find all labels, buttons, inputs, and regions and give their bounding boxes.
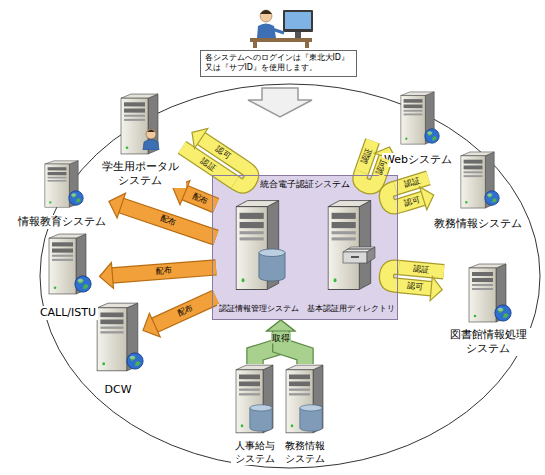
arrow-head	[267, 320, 295, 331]
edge-label: 認可	[405, 281, 424, 293]
arrow-head	[143, 313, 160, 337]
server-node: 教務情報システム	[431, 150, 525, 231]
edge-label: 認証	[198, 156, 219, 174]
edge-label: 認可	[402, 194, 422, 209]
node-label: 学生用ポータル システム	[94, 160, 186, 188]
database-icon	[259, 249, 285, 281]
globe-icon	[495, 305, 511, 321]
user-at-computer-icon	[250, 10, 313, 48]
server-node: Webシステム	[381, 90, 455, 167]
globe-icon	[425, 129, 439, 143]
node-label: 教務情報システム	[432, 217, 524, 231]
node-label: 教務情報 システム	[281, 440, 329, 465]
server-icon	[328, 201, 371, 290]
system-group-box: 統合電子認証システム認証情報管理システム基本認証用ディレクトリ	[212, 175, 398, 320]
node-label: 認証情報管理システム	[217, 304, 301, 314]
node-label: 情報教育システム	[16, 215, 108, 229]
distribution-arrow	[100, 263, 217, 289]
server-node: 教務情報 システム	[280, 364, 330, 466]
domain-ellipse	[40, 84, 540, 468]
server-node: 学生用ポータル システム	[93, 92, 187, 188]
arrow-head	[109, 193, 126, 218]
edge-label: 配布	[175, 303, 196, 320]
edge-label: 配布	[154, 266, 173, 277]
login-arrow	[248, 88, 312, 117]
arrow-outline	[120, 205, 216, 237]
server-node: DCW	[93, 302, 143, 397]
arrow-outline	[154, 297, 216, 325]
server-node: 人事給与 システム	[230, 364, 280, 466]
system-group-fill	[212, 175, 398, 320]
server-icon	[286, 365, 323, 433]
callout-box: 各システムへのログインは『東北大ID』又は『サブID』を使用します。	[200, 50, 357, 77]
server-icon	[236, 365, 273, 433]
callout-text: 各システムへのログインは『東北大ID』又は『サブID』を使用します。	[205, 53, 350, 73]
database-icon	[300, 405, 322, 431]
server-node: 情報教育システム	[15, 160, 109, 229]
arrow-band	[120, 205, 216, 237]
node-label: 基本認証用ディレクトリ	[305, 304, 397, 314]
directory-drawer-icon	[343, 247, 375, 263]
node-label: 図書館情報処理 システム	[444, 328, 532, 356]
edge-label: 認可	[212, 144, 233, 162]
group-title: 統合電子認証システム	[213, 179, 397, 190]
server-node: 図書館情報処理 システム	[443, 262, 533, 356]
server-node: 基本認証用ディレクトリ	[304, 196, 398, 315]
arrow-head	[267, 320, 295, 331]
arrow-band	[154, 297, 216, 325]
edge-label: 認証	[412, 264, 431, 276]
node-label: 人事給与 システム	[231, 440, 279, 465]
globe-icon	[69, 191, 83, 205]
edge-label: 取得	[271, 333, 291, 344]
node-label: DCW	[102, 383, 133, 397]
arrow-head	[100, 263, 114, 289]
arrow-head	[192, 129, 208, 149]
server-node: CALL/ISTU	[37, 233, 100, 320]
server-node: 認証情報管理システム	[216, 196, 302, 315]
user-badge	[143, 129, 159, 150]
globe-icon	[127, 353, 143, 369]
auth-u-arrow	[192, 129, 252, 186]
node-label: Webシステム	[382, 153, 454, 167]
node-label: CALL/ISTU	[38, 306, 98, 320]
database-icon	[250, 405, 272, 431]
globe-icon	[485, 191, 499, 205]
server-icons	[45, 92, 511, 433]
arrow-head	[430, 277, 442, 301]
distribution-arrow	[143, 297, 216, 337]
server-icon	[121, 94, 158, 154]
edge-label: 認証	[402, 176, 422, 191]
edge-label: 認証	[359, 146, 374, 166]
auth-u-arrow	[386, 187, 433, 210]
edge-label: 配布	[158, 214, 178, 229]
edge-label: 配布	[190, 191, 210, 207]
globe-icon	[75, 276, 91, 292]
acquisition-arrow	[267, 320, 305, 364]
arrow-head	[420, 187, 434, 210]
